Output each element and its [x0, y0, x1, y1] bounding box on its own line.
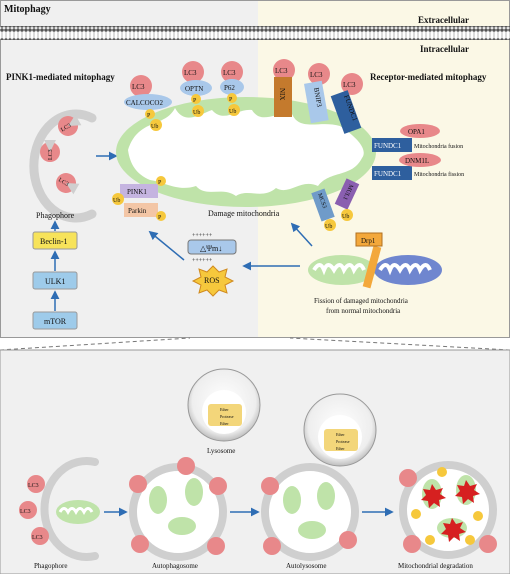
svg-text:Protease: Protease — [220, 414, 234, 419]
p62-complex: LC3 P62 P Ub — [220, 61, 244, 116]
phagophore-top: LC3 LC3 LC3 — [29, 109, 97, 223]
beclin1-box — [32, 231, 78, 250]
nix-receptor: LC3 NIX — [273, 59, 295, 117]
damaged-mitochondrion — [116, 97, 376, 207]
phagophore-label: Phagophore — [36, 211, 75, 220]
intracellular-label: Intracellular — [420, 44, 469, 54]
svg-text:Ether: Ether — [336, 432, 345, 437]
svg-text:LC3: LC3 — [20, 509, 31, 515]
svg-text:Ether: Ether — [220, 407, 229, 412]
svg-text:P: P — [193, 98, 197, 104]
lc3-receptor: LC3 — [40, 140, 60, 162]
svg-text:PINK1: PINK1 — [127, 188, 147, 196]
pink1-section-title: PINK1-mediated mitophagy — [6, 72, 115, 82]
ulk1-box — [32, 271, 78, 290]
svg-text:Ether: Ether — [220, 421, 229, 426]
svg-text:△Ψm↓: △Ψm↓ — [200, 244, 222, 253]
step-label-phagophore: Phagophore — [34, 562, 67, 570]
autolysosome — [261, 463, 359, 561]
svg-text:LC3: LC3 — [132, 83, 145, 91]
svg-text:Ub: Ub — [229, 109, 236, 115]
svg-text:P: P — [147, 113, 151, 119]
svg-text:ROS: ROS — [204, 276, 220, 285]
zoom-connector — [0, 337, 510, 351]
fission-caption-2: from normal mitochondria — [326, 307, 401, 315]
fission-caption-1: Fission of damaged mitochondria — [314, 297, 409, 305]
svg-text:LC3: LC3 — [343, 81, 356, 89]
svg-text:++++++: ++++++ — [192, 258, 213, 264]
ulk1-label: ULK1 — [45, 277, 65, 286]
step-label-autolysosome: Autolysosome — [286, 562, 326, 570]
cell-membrane — [0, 26, 510, 40]
svg-text:P: P — [158, 180, 162, 186]
membrane-potential: ++++++ △Ψm↓ ++++++ — [187, 233, 237, 264]
svg-text:P: P — [158, 215, 162, 221]
svg-text:LC3: LC3 — [184, 69, 197, 77]
svg-text:Ub: Ub — [342, 214, 349, 220]
calcoco2-complex: LC3 CALCOCO2 P Ub — [124, 75, 172, 131]
svg-text:Parkin: Parkin — [128, 207, 147, 215]
ros-burst: ROS — [191, 265, 235, 297]
fission-label: Mitochondria fission — [414, 171, 464, 178]
fusion-label: Mitochondria fusion — [414, 143, 463, 150]
svg-text:DNM1L: DNM1L — [405, 157, 429, 165]
lc3-receptor: LC3 — [58, 114, 82, 136]
damage-mitochondria-label: Damage mitochondria — [208, 209, 280, 218]
step-label-autophagosome: Autophagosome — [152, 562, 198, 570]
fundc1-dnm1l: FUNDC1 DNM1L Mitochondria fission — [372, 153, 464, 180]
optn-complex: LC3 OPTN P Ub — [180, 61, 212, 117]
svg-text:LC3: LC3 — [28, 483, 39, 489]
mitochondrial-degradation — [399, 461, 497, 559]
svg-text:OPA1: OPA1 — [408, 128, 425, 136]
extracellular-label: Extracellular — [418, 15, 469, 25]
bottom-phagophore: LC3 LC3 LC3 — [19, 457, 100, 561]
arrow-fission-to-mito — [290, 222, 313, 247]
autophagosome — [129, 457, 227, 561]
drp1-label: Drp1 — [361, 237, 376, 245]
fission-mitochondria: Drp1 — [308, 232, 442, 289]
receptor-section-title: Receptor-mediated mitophagy — [370, 72, 487, 82]
svg-text:FUNDC1: FUNDC1 — [374, 142, 402, 150]
svg-text:Ub: Ub — [151, 124, 158, 130]
svg-text:++++++: ++++++ — [192, 233, 213, 239]
svg-text:LC3: LC3 — [60, 123, 72, 134]
svg-text:LC3: LC3 — [310, 71, 323, 79]
lysosome-1: Ether Protease Ether — [187, 368, 261, 442]
figure-title: Mitophagy — [4, 4, 51, 15]
svg-text:MCS3: MCS3 — [316, 193, 327, 210]
svg-text:Ether: Ether — [336, 446, 345, 451]
svg-text:P62: P62 — [224, 84, 235, 92]
svg-text:Ub: Ub — [193, 110, 200, 116]
svg-text:LC3: LC3 — [57, 177, 69, 188]
svg-text:FUNDC1: FUNDC1 — [374, 170, 402, 178]
beclin1-label: Beclin-1 — [40, 237, 68, 246]
svg-text:NIX: NIX — [278, 88, 286, 100]
step-label-degradation: Mitochondrial degradation — [398, 562, 473, 570]
lc3-receptor: LC3 — [56, 173, 80, 195]
svg-text:Ub: Ub — [113, 198, 120, 204]
mtor-box — [32, 311, 78, 330]
svg-text:LC3: LC3 — [32, 535, 43, 541]
svg-text:BNIP3: BNIP3 — [312, 87, 323, 108]
mul1-mcs3: MUL1 MCS3 Ub Ub — [311, 178, 360, 231]
svg-text:LC3: LC3 — [48, 149, 54, 160]
svg-text:Protease: Protease — [336, 439, 350, 444]
lysosome-2: Ether Protease Ether — [303, 393, 377, 467]
fundc1-opa1: FUNDC1 OPA1 Mitochondria fusion — [372, 124, 463, 152]
lysosome-label: Lysosome — [207, 447, 235, 455]
svg-text:LC3: LC3 — [223, 69, 236, 77]
svg-text:LC3: LC3 — [275, 67, 288, 75]
svg-text:OPTN: OPTN — [185, 85, 203, 93]
svg-text:P: P — [229, 97, 233, 103]
pink1-parkin-complex: PINK1 P Ub Parkin P — [112, 176, 166, 221]
arrow-ros-to-parkin — [148, 230, 185, 261]
mtor-label: mTOR — [44, 317, 67, 326]
bnip3-receptor: LC3 BNIP3 — [304, 63, 330, 124]
svg-text:CALCOCO2: CALCOCO2 — [126, 99, 163, 107]
svg-text:Ub: Ub — [325, 224, 332, 230]
